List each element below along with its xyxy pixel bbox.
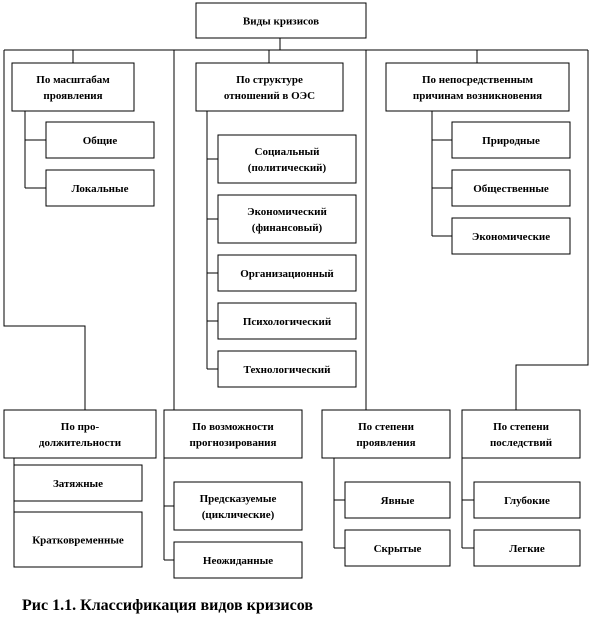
group-scale-item-2: Локальные	[45, 169, 155, 207]
group-duration-header: По про-должительности	[3, 409, 157, 459]
group-structure-item-5-label: Технологический	[244, 364, 332, 376]
connector-line	[515, 50, 589, 410]
group-forecast-header-label: По возможности	[192, 421, 274, 433]
group-manifest-item-2: Скрытые	[344, 529, 451, 567]
group-manifest-item-2-label: Скрытые	[374, 543, 422, 555]
group-manifest-item-1-label: Явные	[381, 495, 415, 507]
root-node: Виды кризисов	[195, 2, 367, 39]
connector-line	[3, 50, 86, 410]
figure-caption: Рис 1.1. Классификация видов кризисов	[22, 597, 313, 614]
group-scale-item-1: Общие	[45, 121, 155, 159]
group-structure-item-2-label: (финансовый)	[252, 222, 323, 234]
group-duration-header-label: должительности	[39, 437, 122, 449]
group-causes-item-3: Экономические	[451, 217, 571, 255]
group-forecast-item-1-label: (циклические)	[202, 509, 275, 521]
group-causes-item-1: Природные	[451, 121, 571, 159]
group-structure-item-2-label: Экономический	[247, 206, 327, 218]
group-scale-header-label: проявления	[43, 90, 102, 102]
group-forecast-item-2: Неожиданные	[173, 541, 303, 579]
group-causes-item-3-label: Экономические	[472, 231, 550, 243]
group-consequence-header: По степени последствий	[461, 409, 581, 459]
group-structure-item-4-label: Психологический	[243, 316, 332, 328]
group-structure-item-5: Технологический	[217, 350, 357, 388]
group-manifest-header: По степени проявления	[321, 409, 451, 459]
group-structure-header-label: По структуре	[236, 74, 303, 86]
group-structure-item-1-label: (политический)	[248, 162, 327, 174]
group-consequence-item-2: Легкие	[473, 529, 581, 567]
group-consequence-header-label: По степени	[493, 421, 550, 433]
group-forecast-item-2-label: Неожиданные	[203, 555, 273, 567]
group-consequence-item-1-label: Глубокие	[504, 495, 550, 507]
group-scale-header-label: По масштабам	[36, 74, 110, 86]
group-structure-header-label: отношений в ОЭС	[224, 90, 315, 102]
group-structure-item-3: Организационный	[217, 254, 357, 292]
group-scale-item-2-label: Локальные	[72, 183, 129, 195]
group-manifest-item-1: Явные	[344, 481, 451, 519]
group-duration-item-1: Затяжные	[13, 464, 143, 502]
group-structure-item-1: Социальный (политический)	[217, 134, 357, 184]
group-duration-item-1-label: Затяжные	[53, 478, 103, 490]
group-duration-item-2-label: Кратковременные	[32, 535, 124, 547]
group-structure-item-1-label: Социальный	[255, 146, 321, 158]
group-causes-header-label: По непосредственным	[422, 74, 534, 86]
group-duration-header-label: По про-	[61, 421, 100, 433]
group-causes-item-2: Общественные	[451, 169, 571, 207]
group-causes-item-1-label: Природные	[482, 135, 540, 147]
group-consequence-header-label: последствий	[490, 437, 553, 449]
group-consequence-item-2-label: Легкие	[509, 543, 545, 555]
group-manifest-header-label: проявления	[356, 437, 415, 449]
group-forecast-item-1: Предсказуемые (циклические)	[173, 481, 303, 531]
group-structure-item-3-label: Организационный	[240, 268, 334, 280]
group-forecast-header: По возможности прогнозирования	[163, 409, 303, 459]
group-scale-item-1-label: Общие	[83, 135, 118, 147]
group-consequence-item-1: Глубокие	[473, 481, 581, 519]
group-structure-header: По структуре отношений в ОЭС	[195, 62, 344, 112]
group-duration-item-2: Кратковременные	[13, 511, 143, 568]
group-structure-item-2: Экономический (финансовый)	[217, 194, 357, 244]
group-causes-header: По непосредственным причинам возникновени…	[385, 62, 570, 112]
group-forecast-header-label: прогнозирования	[190, 437, 277, 449]
group-scale-header: По масштабам проявления	[11, 62, 135, 112]
group-causes-item-2-label: Общественные	[473, 183, 549, 195]
root-node-label: Виды кризисов	[243, 16, 319, 28]
group-forecast-item-1-label: Предсказуемые	[200, 493, 277, 505]
group-structure-item-4: Психологический	[217, 302, 357, 340]
group-causes-header-label: причинам возникновения	[413, 90, 542, 102]
group-manifest-header-label: По степени	[358, 421, 415, 433]
